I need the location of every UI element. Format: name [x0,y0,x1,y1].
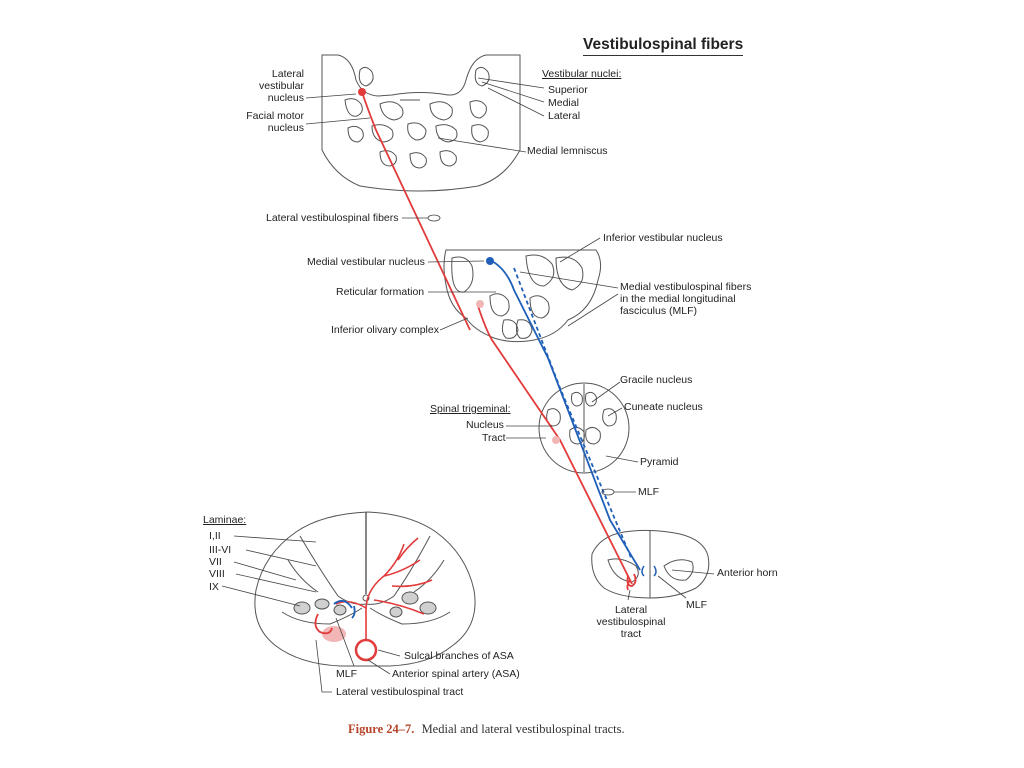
pyramid-label: Pyramid [640,456,679,468]
lateral-tract-enlarged [314,613,333,635]
spinal-trigeminal-tract-label: Tract [482,432,506,444]
spinal-trigeminal-header: Spinal trigeminal: [430,403,511,415]
vestibular-nuclei-header: Vestibular nuclei: [542,68,622,80]
medial-lemniscus-label: Medial lemniscus [527,145,608,157]
lateral-vestibular-nucleus-label: Lateral vestibular nucleus [246,68,304,104]
anterior-horn-red-terminal [626,573,637,587]
vestibular-nucleus-lateral: Lateral [548,110,581,122]
vestibular-nucleus-superior: Superior [548,84,588,96]
lateral-vestibulospinal-fibers-label: Lateral vestibulospinal fibers [266,212,399,224]
laminae-header: Laminae: [203,514,247,526]
lamina-iii-vi: III-VI [209,544,232,556]
sulcal-branches-label: Sulcal branches of ASA [404,650,514,662]
label-line: Lateral [271,68,304,80]
lamina-i-ii: I,II [209,530,221,542]
medial-vestibular-nucleus-label: Medial vestibular nucleus [307,256,425,268]
label-line: nucleus [267,122,304,134]
spinal-cord-small-section [591,529,710,599]
mlf-enlarged-branch [351,605,356,619]
mlf-medulla-label: MLF [638,486,659,498]
leader-lines [221,77,715,693]
spinal-trigeminal-nucleus-label: Nucleus [466,419,504,431]
figure-title: Vestibulospinal fibers [583,36,744,56]
caudal-medulla-section [538,382,630,474]
inferior-vestibular-nucleus-label: Inferior vestibular nucleus [603,232,723,244]
reticular-formation-label: Reticular formation [336,286,425,298]
label-line: Facial motor [246,110,304,122]
label-line: Medial vestibulospinal fibers [620,281,752,293]
medial-vestibular-nucleus-dot [486,257,494,265]
mlf-blue-terminals [641,565,657,577]
label-line: vestibular [259,80,304,92]
lateral-vestibular-nucleus-dot [358,88,366,96]
mlf-cord-label: MLF [686,599,707,611]
reticular-formation-dot [476,300,484,308]
mlf-enlarged-tract [333,599,353,609]
anterior-spinal-artery-label: Anterior spinal artery (ASA) [392,668,520,680]
anterior-horn-label: Anterior horn [717,567,778,579]
spinal-trigeminal-dot [552,436,560,444]
lateral-vestibulospinal-tract-area [322,626,346,642]
medial-vestibulospinal-fibers-label: Medial vestibulospinal fibers in the med… [620,281,751,317]
caption-number: Figure 24–7. [348,722,415,736]
inferior-olivary-complex-label: Inferior olivary complex [331,324,439,336]
caption-text: Medial and lateral vestibulospinal tract… [421,722,625,736]
figure-caption: Figure 24–7. Medial and lateral vestibul… [348,722,625,737]
lamina-ix: IX [209,581,219,593]
pons-section [321,54,521,192]
label-line: in the medial longitudinal [620,293,736,305]
label-line: tract [620,628,642,640]
rostral-medulla-section [443,249,602,343]
mlf-enlarged-label: MLF [336,668,357,680]
label-line: nucleus [267,92,304,104]
gracile-nucleus-label: Gracile nucleus [620,374,693,386]
anterior-spinal-artery [354,638,378,662]
lateral-vestibulospinal-tract [361,91,633,591]
spinal-cord-enlarged-section [254,511,476,667]
lateral-vestibulospinal-tract-enlarged-label: Lateral vestibulospinal tract [336,686,464,698]
lamina-viii: VIII [209,568,225,580]
facial-motor-nucleus-label: Facial motor nucleus [236,110,304,134]
medial-vestibulospinal-tract [489,259,641,571]
label-line: vestibulospinal [596,616,666,628]
label-line: fasciculus (MLF) [620,305,698,317]
lamina-vii: VII [209,556,222,568]
label-line: Lateral [614,604,648,616]
lateral-vestibulospinal-tract-cord-label: Lateral vestibulospinal tract [590,604,672,640]
cuneate-nucleus-label: Cuneate nucleus [624,401,703,413]
asa-branches [335,537,433,640]
vestibular-nucleus-medial: Medial [548,97,579,109]
